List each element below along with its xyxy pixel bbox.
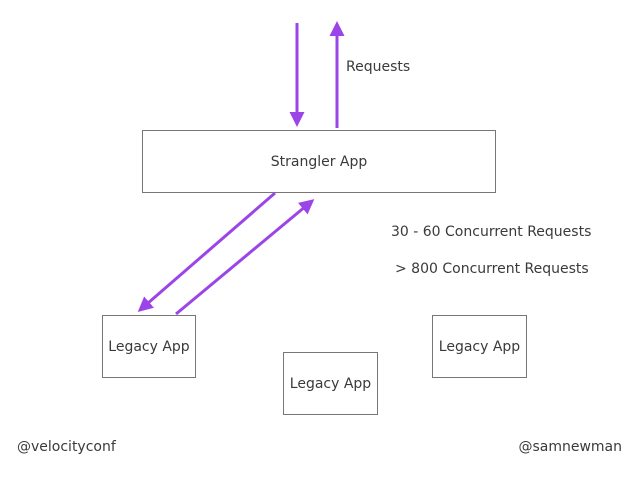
requests-label: Requests: [346, 59, 411, 75]
strangler-app-label: Strangler App: [270, 153, 368, 170]
legacy-app-box-center: Legacy App: [283, 352, 378, 415]
legacy-app-box-left: Legacy App: [102, 315, 196, 378]
strangler-app-box: Strangler App: [142, 130, 496, 193]
legacy-app-label: Legacy App: [108, 338, 190, 355]
legacy-app-label: Legacy App: [438, 338, 521, 355]
concurrent-low-label: 30 - 60 Concurrent Requests: [391, 224, 592, 240]
legacy-app-box-right: Legacy App: [432, 315, 527, 378]
arrow-strangler-to-legacy: [137, 191, 276, 312]
legacy-app-label: Legacy App: [289, 375, 372, 392]
arrow-legacy-to-strangler: [175, 199, 315, 316]
concurrent-high-label: > 800 Concurrent Requests: [395, 261, 589, 277]
footer-left-handle: @velocityconf: [17, 439, 116, 455]
footer-right-handle: @samnewman: [518, 439, 622, 455]
